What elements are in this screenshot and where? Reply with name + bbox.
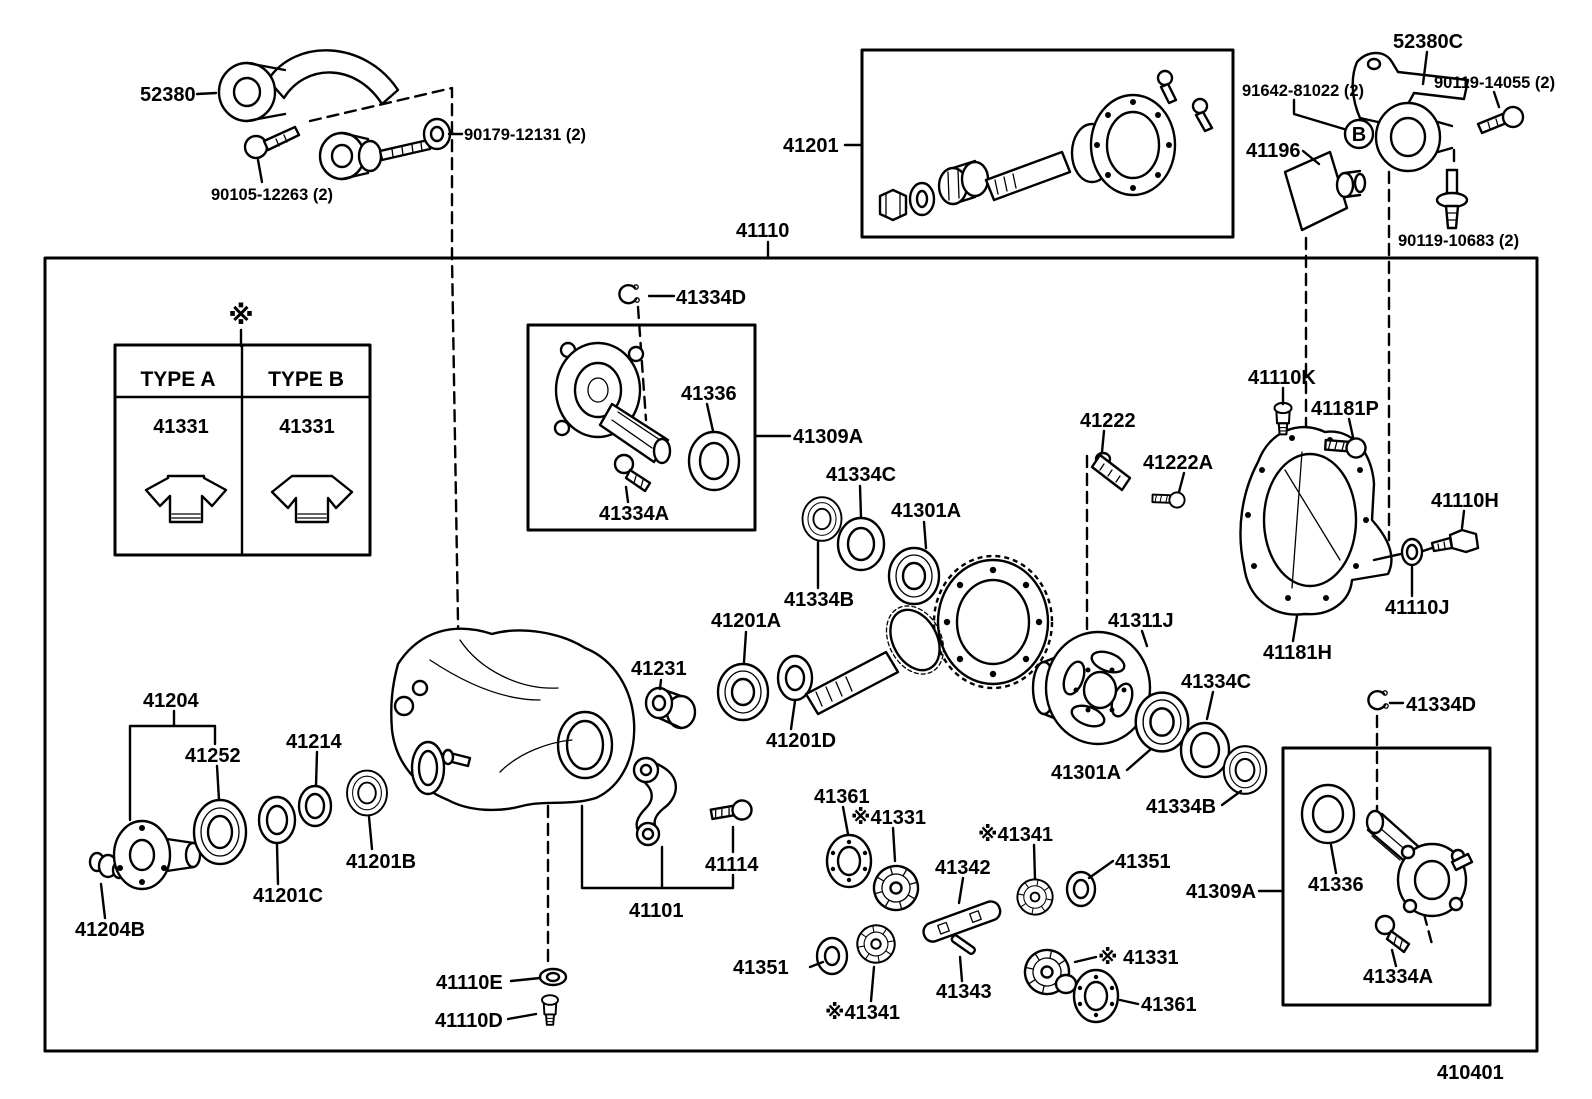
label-90119-14055: 90119-14055 (2)	[1434, 74, 1555, 92]
label-41252: 41252	[185, 745, 241, 767]
reference-marker: ※	[228, 301, 253, 331]
side-gear-shaft-box-right	[1281, 746, 1492, 1007]
label-41331-starred-1: ※41331	[851, 807, 926, 829]
type-b-bracket-drawing	[270, 474, 354, 524]
table-header-type-b: TYPE B	[268, 368, 344, 391]
label-41110k: 41110K	[1248, 367, 1316, 389]
label-41110e: 41110E	[436, 972, 503, 994]
type-a-bracket-drawing	[144, 474, 228, 524]
differential-case-drawing	[1031, 630, 1152, 746]
leader-lines	[99, 50, 1501, 1021]
mounting-link-drawing	[632, 756, 754, 847]
label-41334d-left: 41334D	[676, 287, 746, 309]
upper-support-arm-drawing	[217, 49, 452, 181]
label-41309a-right: 41309A	[1186, 881, 1256, 903]
side-gear-shaft-box-left	[526, 323, 757, 532]
label-41214: 41214	[286, 731, 342, 753]
label-41301a-2: 41301A	[1051, 762, 1121, 784]
rear-support-bracket-drawing	[1283, 51, 1525, 232]
label-41201b: 41201B	[346, 851, 416, 873]
label-41301a-1: 41301A	[891, 500, 961, 522]
label-41351-right: 41351	[1115, 851, 1171, 873]
label-41342: 41342	[935, 857, 991, 879]
label-41334a-right: 41334A	[1363, 966, 1433, 988]
label-41201a: 41201A	[711, 610, 781, 632]
label-41204: 41204	[143, 690, 199, 712]
label-41222a: 41222A	[1143, 452, 1213, 474]
label-41110: 41110	[736, 220, 789, 242]
axle-hub-chain-drawing	[88, 769, 388, 891]
main-assembly-box	[43, 256, 1539, 1053]
differential-carrier-drawing	[390, 627, 636, 812]
label-52380c: 52380C	[1393, 31, 1463, 53]
label-41110j: 41110J	[1385, 597, 1450, 619]
callout-b-circle	[1343, 118, 1375, 150]
drawing-code: 410401	[1437, 1062, 1504, 1084]
label-41110h: 41110H	[1431, 490, 1499, 512]
label-41222: 41222	[1080, 410, 1136, 432]
label-41336-left: 41336	[681, 383, 737, 405]
label-41361-1: 41361	[814, 786, 870, 808]
label-41341-starred-top: ※41341	[978, 824, 1053, 846]
label-41201c: 41201C	[253, 885, 323, 907]
differential-internals-drawing	[815, 833, 1120, 1024]
label-41334c-2: 41334C	[1181, 671, 1251, 693]
part-labels: 52380 90179-12131 (2) 90105-12263 (2) 41…	[75, 31, 1555, 1084]
label-41331-starred-right: ※ 41331	[1098, 947, 1179, 969]
rear-cover-drawing	[1239, 425, 1403, 616]
label-41334d-right: 41334D	[1406, 694, 1476, 716]
callout-b-text: B	[1352, 124, 1366, 146]
label-41181p: 41181P	[1311, 398, 1379, 420]
label-41334b-1: 41334B	[784, 589, 854, 611]
cover-hardware-drawing	[1090, 401, 1480, 567]
label-90179-12131: 90179-12131 (2)	[464, 126, 586, 144]
label-41196: 41196	[1246, 140, 1301, 162]
label-41331-type-a: 41331	[153, 416, 209, 438]
label-41201d: 41201D	[766, 730, 836, 752]
label-41101: 41101	[629, 900, 684, 922]
label-41204b: 41204B	[75, 919, 145, 941]
label-41343: 41343	[936, 981, 992, 1003]
label-41331-type-b: 41331	[279, 416, 335, 438]
label-90105-12263: 90105-12263 (2)	[211, 186, 333, 204]
label-41351-left: 41351	[733, 957, 789, 979]
pinion-kit-box	[860, 48, 1235, 239]
label-41334a-left: 41334A	[599, 503, 669, 525]
label-41311j: 41311J	[1108, 610, 1174, 632]
pinion-shaft-chain-drawing	[644, 554, 1054, 730]
label-41361-2: 41361	[1141, 994, 1197, 1016]
side-gear-shaft-right-drawing	[1300, 689, 1474, 954]
label-41336-right: 41336	[1308, 874, 1364, 896]
label-41110d: 41110D	[435, 1010, 503, 1032]
table-header-type-a: TYPE A	[140, 368, 215, 391]
label-41334b-2: 41334B	[1146, 796, 1216, 818]
label-41114: 41114	[705, 854, 759, 876]
type-table	[113, 328, 372, 557]
label-41201: 41201	[783, 135, 839, 157]
label-41341-starred-bottom: ※41341	[825, 1002, 900, 1024]
label-41309a-left: 41309A	[793, 426, 863, 448]
drive-pinion-kit-drawing	[878, 69, 1214, 222]
label-41334c-1: 41334C	[826, 464, 896, 486]
drain-plug-drawing	[538, 967, 568, 1026]
side-gear-shaft-left-drawing	[553, 283, 741, 493]
label-90119-10683: 90119-10683 (2)	[1398, 232, 1519, 250]
label-41181h: 41181H	[1263, 642, 1332, 664]
label-52380: 52380	[140, 84, 196, 106]
label-91642-81022: 91642-81022 (2)	[1242, 82, 1364, 100]
label-41231: 41231	[631, 658, 687, 680]
